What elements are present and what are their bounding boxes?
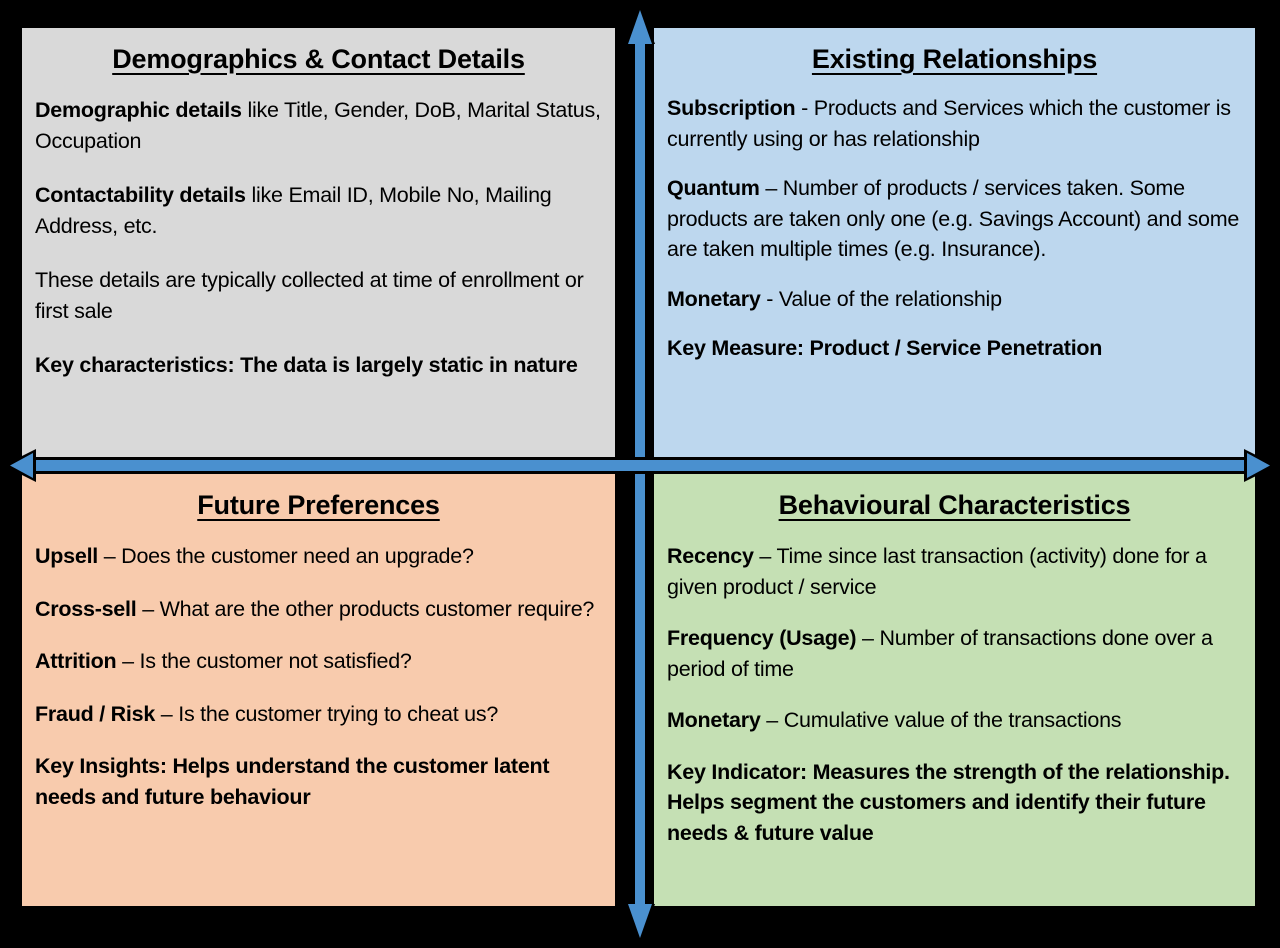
paragraph-lead: Demographic details bbox=[35, 98, 242, 123]
quadrant-relationships: Existing Relationships Subscription - Pr… bbox=[654, 28, 1255, 460]
paragraph-lead: Quantum bbox=[667, 176, 760, 201]
quadrant-behavioural-key-indicator: Key Indicator: Measures the strength of … bbox=[667, 757, 1242, 849]
paragraph-body: Key Indicator: Measures the strength of … bbox=[667, 759, 1230, 845]
paragraph-lead: Upsell bbox=[35, 544, 99, 569]
quadrant-relationships-key-measure: Key Measure: Product / Service Penetrati… bbox=[667, 333, 1242, 364]
paragraph-lead: Contactability details bbox=[35, 183, 246, 208]
paragraph-lead: Subscription bbox=[667, 96, 796, 121]
quadrant-relationships-paragraph-1: Subscription - Products and Services whi… bbox=[667, 93, 1242, 154]
quadrant-behavioural-paragraph-2: Frequency (Usage) – Number of transactio… bbox=[667, 623, 1242, 684]
quadrant-behavioural-title: Behavioural Characteristics bbox=[778, 490, 1131, 520]
quadrant-demographics: Demographics & Contact Details Demograph… bbox=[22, 28, 615, 460]
quadrant-preferences-paragraph-3: Attrition – Is the customer not satisfie… bbox=[35, 646, 602, 677]
quadrant-preferences-key-insights: Key Insights: Helps understand the custo… bbox=[35, 751, 602, 812]
paragraph-lead: Fraud / Risk bbox=[35, 701, 156, 726]
quadrant-preferences-paragraph-2: Cross-sell – What are the other products… bbox=[35, 594, 602, 625]
paragraph-lead: Attrition bbox=[35, 649, 117, 674]
paragraph-lead: Monetary bbox=[667, 286, 761, 311]
quadrant-demographics-paragraph-1: Demographic details like Title, Gender, … bbox=[35, 95, 602, 156]
quadrant-demographics-key-characteristics: Key characteristics: The data is largely… bbox=[35, 350, 602, 381]
quadrant-behavioural: Behavioural Characteristics Recency – Ti… bbox=[654, 474, 1255, 906]
paragraph-lead: Frequency (Usage) bbox=[667, 626, 857, 651]
paragraph-body: – Is the customer trying to cheat us? bbox=[155, 701, 499, 726]
paragraph-body: These details are typically collected at… bbox=[35, 268, 584, 323]
quadrant-demographics-paragraph-2: Contactability details like Email ID, Mo… bbox=[35, 180, 602, 241]
paragraph-body: - Products and Services which the custom… bbox=[667, 96, 1231, 151]
paragraph-body: - Value of the relationship bbox=[760, 286, 1002, 311]
quadrant-behavioural-paragraph-1: Recency – Time since last transaction (a… bbox=[667, 541, 1242, 602]
quadrant-behavioural-paragraph-3: Monetary – Cumulative value of the trans… bbox=[667, 705, 1242, 736]
quadrant-preferences: Future Preferences Upsell – Does the cus… bbox=[22, 474, 615, 906]
paragraph-body: – Number of products / services taken. S… bbox=[667, 176, 1240, 262]
quadrant-demographics-title: Demographics & Contact Details bbox=[112, 44, 525, 74]
paragraph-body: – Cumulative value of the transactions bbox=[760, 708, 1122, 733]
paragraph-body: Key Insights: Helps understand the custo… bbox=[35, 754, 550, 809]
paragraph-body: like Title, Gender, DoB, Marital Status,… bbox=[35, 98, 601, 153]
paragraph-body: Key Measure: Product / Service Penetrati… bbox=[667, 336, 1103, 361]
quadrant-preferences-paragraph-4: Fraud / Risk – Is the customer trying to… bbox=[35, 699, 602, 730]
paragraph-body: Key characteristics: The data is largely… bbox=[35, 353, 578, 378]
paragraph-body: – What are the other products customer r… bbox=[136, 596, 595, 621]
paragraph-body: – Is the customer not satisfied? bbox=[116, 649, 412, 674]
paragraph-lead: Cross-sell bbox=[35, 596, 137, 621]
paragraph-body: – Time since last transaction (activity)… bbox=[667, 544, 1207, 599]
quadrant-relationships-paragraph-2: Quantum – Number of products / services … bbox=[667, 173, 1242, 265]
paragraph-body: – Number of transactions done over a per… bbox=[667, 626, 1213, 681]
quadrant-preferences-title: Future Preferences bbox=[197, 490, 440, 520]
paragraph-body: like Email ID, Mobile No, Mailing Addres… bbox=[35, 183, 552, 238]
quadrant-relationships-paragraph-3: Monetary - Value of the relationship bbox=[667, 284, 1242, 315]
paragraph-body: – Does the customer need an upgrade? bbox=[98, 544, 474, 569]
paragraph-lead: Recency bbox=[667, 544, 754, 569]
quadrant-demographics-paragraph-3: These details are typically collected at… bbox=[35, 265, 602, 326]
paragraph-lead: Monetary bbox=[667, 708, 761, 733]
quadrant-preferences-paragraph-1: Upsell – Does the customer need an upgra… bbox=[35, 541, 602, 572]
quadrant-relationships-title: Existing Relationships bbox=[811, 44, 1098, 74]
